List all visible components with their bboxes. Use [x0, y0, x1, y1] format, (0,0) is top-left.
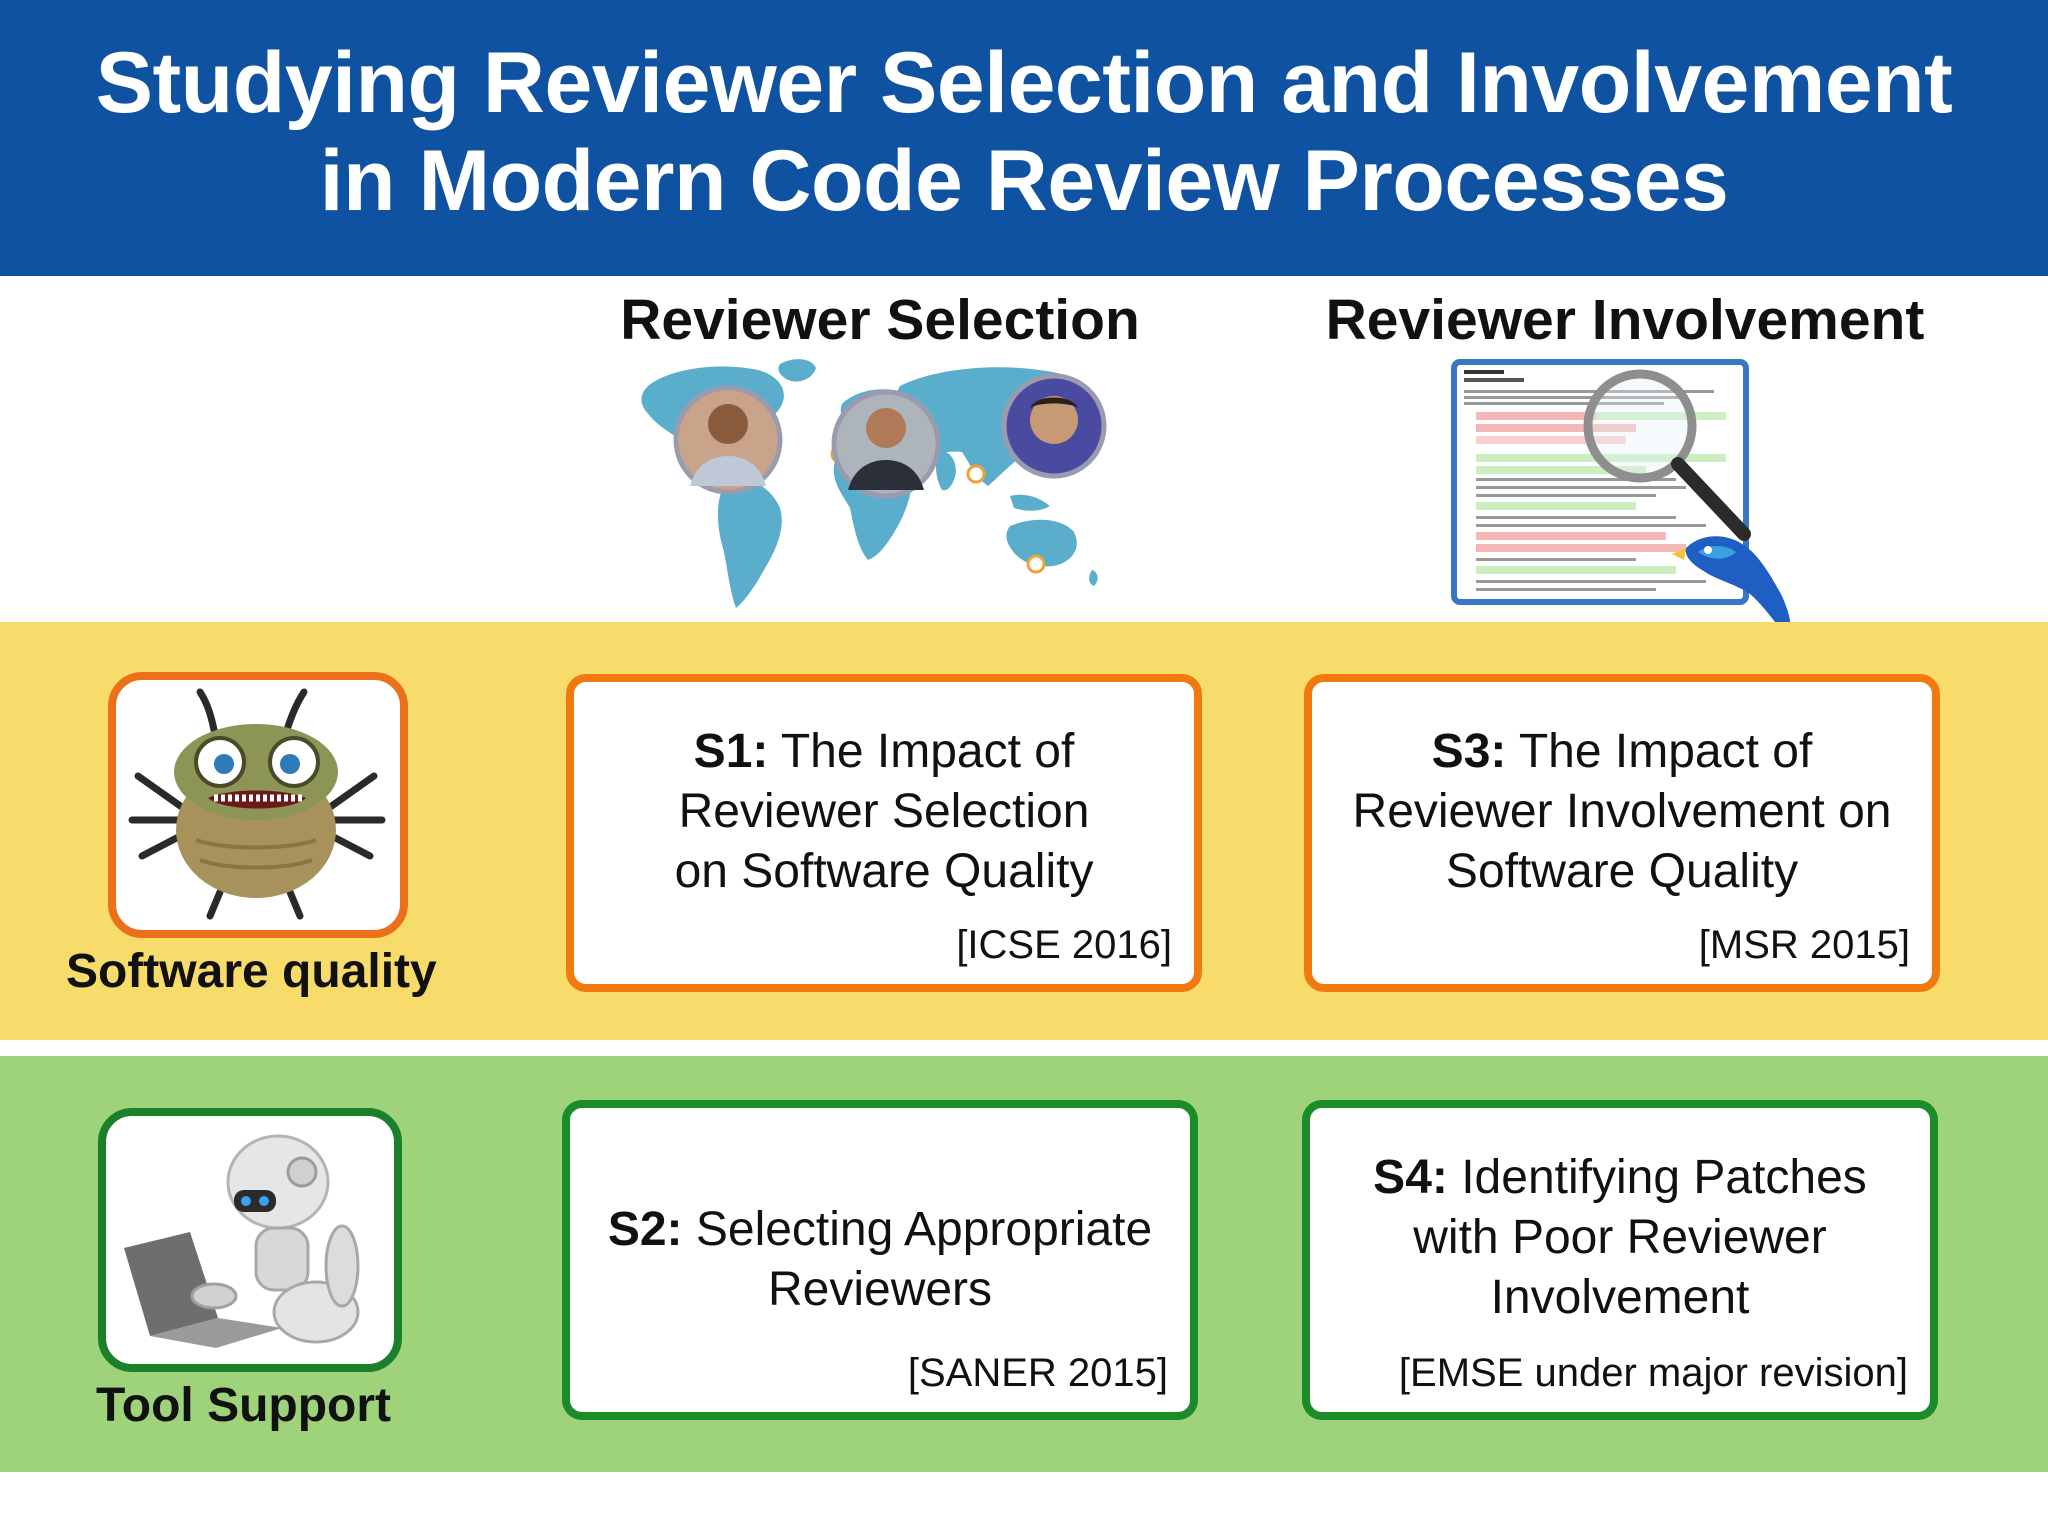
study-venue-s1: [ICSE 2016]	[956, 923, 1172, 967]
study-id-s3: S3:	[1431, 725, 1507, 778]
study-title-s1-line-3: on Software Quality	[674, 845, 1094, 898]
bug-icon	[128, 688, 386, 920]
study-id-s1: S1:	[693, 725, 769, 778]
study-venue-s4: [EMSE under major revision]	[1398, 1351, 1908, 1395]
study-title-s4-line-2: with Poor Reviewer	[1413, 1211, 1827, 1264]
robot-laptop-icon	[124, 1134, 360, 1348]
column-heading-selection: Reviewer Selection	[620, 288, 1140, 352]
title-line-2: in Modern Code Review Processes	[319, 133, 1729, 229]
study-title-s2-line-2: Reviewers	[767, 1263, 993, 1316]
code-diff-magnifier-icon	[1451, 359, 1791, 638]
study-card-s1: S1: The Impact of Reviewer Selection on …	[566, 674, 1202, 992]
study-title-s3-line-2: Reviewer Involvement on	[1352, 785, 1892, 838]
poster-title: Studying Reviewer Selection and Involvem…	[0, 34, 2048, 230]
row-label-software-quality: Software quality	[66, 945, 437, 998]
reviewer-avatar-3	[1001, 373, 1107, 479]
title-line-1: Studying Reviewer Selection and Involvem…	[95, 35, 1953, 131]
study-card-s4: S4: Identifying Patches with Poor Review…	[1302, 1100, 1938, 1420]
robot-icon-box	[98, 1108, 402, 1372]
column-heading-involvement: Reviewer Involvement	[1325, 288, 1925, 352]
study-title-s3-line-1: The Impact of	[1518, 725, 1813, 778]
row-label-tool-support: Tool Support	[96, 1379, 392, 1432]
study-title-s2-line-1: Selecting Appropriate	[695, 1203, 1153, 1256]
study-title-s4-line-3: Involvement	[1490, 1271, 1750, 1324]
study-title-s1-line-2: Reviewer Selection	[678, 785, 1090, 838]
study-title-s3-line-3: Software Quality	[1445, 845, 1799, 898]
study-title-s4-line-1: Identifying Patches	[1461, 1151, 1867, 1204]
study-venue-s3: [MSR 2015]	[1698, 923, 1910, 967]
study-id-s4: S4:	[1373, 1151, 1448, 1204]
study-card-s3: S3: The Impact of Reviewer Involvement o…	[1304, 674, 1940, 992]
bug-icon-box	[108, 672, 408, 938]
title-banner: Studying Reviewer Selection and Involvem…	[0, 0, 2048, 276]
world-map-reviewers-icon	[641, 359, 1107, 608]
reviewer-avatar-1	[673, 385, 783, 495]
study-venue-s2: [SANER 2015]	[907, 1351, 1168, 1395]
study-card-s2: S2: Selecting Appropriate Reviewers [SAN…	[562, 1100, 1198, 1420]
reviewer-avatar-2	[831, 389, 941, 499]
study-id-s2: S2:	[607, 1203, 683, 1256]
study-title-s1-line-1: The Impact of	[780, 725, 1075, 778]
